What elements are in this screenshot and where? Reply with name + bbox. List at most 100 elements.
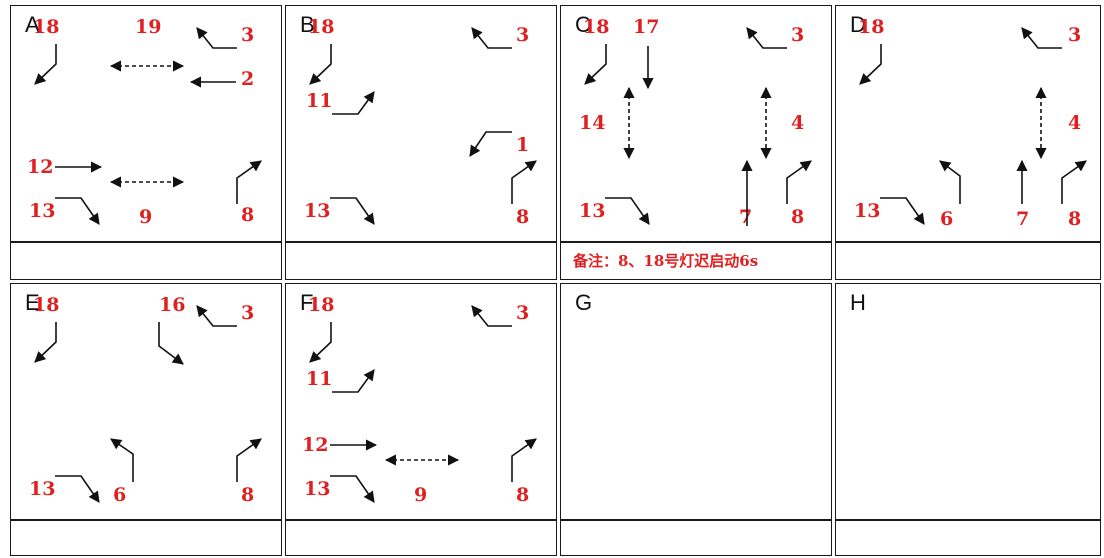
phase-letter: C	[575, 12, 591, 37]
signal-label: 2	[241, 68, 255, 90]
signal-label: 13	[304, 200, 331, 222]
signal-label: 18	[583, 16, 610, 38]
phase-arrows	[309, 27, 537, 225]
phase-note-g	[560, 520, 832, 556]
phase-letter: B	[300, 12, 315, 37]
left-turn-arrow	[584, 44, 607, 85]
right-turn-arrow	[332, 91, 375, 115]
phase-arrows	[34, 305, 262, 503]
phase-note-e	[10, 520, 282, 556]
signal-label: 11	[306, 90, 333, 112]
phase-note-h	[835, 520, 1101, 556]
signal-label: 3	[516, 302, 530, 324]
left-turn-arrow	[110, 438, 134, 482]
phase-note-b	[285, 242, 557, 280]
right-turn-arrow	[330, 475, 375, 503]
phase-panel-c: C 18 17 3 14 4 13 7 8	[560, 5, 832, 242]
signal-label: 14	[579, 112, 606, 134]
signal-label: 9	[414, 484, 428, 506]
signal-label: 17	[633, 16, 660, 38]
phase-panel-e: E 18 16 3 13 6 8	[10, 283, 282, 520]
phase-note-a	[10, 242, 282, 280]
left-turn-arrow	[309, 322, 332, 363]
signal-label: 18	[33, 294, 60, 316]
signal-label: 18	[308, 16, 335, 38]
signal-label: 18	[858, 16, 885, 38]
signal-label: 19	[135, 16, 162, 38]
right-turn-arrow	[55, 475, 100, 503]
phase-panel-a: A 18 19 3 2 12 13 9 8	[10, 5, 282, 242]
right-turn-arrow	[330, 197, 375, 225]
left-turn-arrow	[34, 44, 57, 85]
signal-label: 6	[113, 484, 127, 506]
right-turn-arrow	[605, 197, 650, 225]
signal-label: 16	[159, 294, 186, 316]
signal-label: 3	[516, 24, 530, 46]
signal-label: 18	[308, 294, 335, 316]
right-turn-arrow	[158, 322, 184, 365]
signal-label: 4	[1068, 112, 1082, 134]
signal-label: 3	[791, 24, 805, 46]
signal-label: 8	[241, 484, 255, 506]
left-turn-arrow	[1021, 27, 1062, 49]
left-turn-arrow	[34, 322, 57, 363]
signal-label: 18	[33, 16, 60, 38]
phase-arrows	[309, 305, 537, 503]
phase-arrows	[34, 27, 262, 225]
phase-panel-g: G	[560, 283, 832, 520]
phase-panel-h: H	[835, 283, 1101, 520]
right-turn-arrow	[55, 197, 100, 225]
right-turn-arrow	[236, 438, 262, 482]
phase-arrows	[859, 27, 1087, 225]
signal-label: 3	[241, 24, 255, 46]
right-turn-arrow	[236, 160, 262, 204]
signal-label: 13	[854, 200, 881, 222]
right-turn-arrow	[786, 160, 812, 204]
signal-label: 11	[306, 368, 333, 390]
phase-panel-b: B 18 3 11 1 13 8	[285, 5, 557, 242]
signal-label: 13	[29, 200, 56, 222]
left-turn-arrow	[471, 27, 512, 49]
left-turn-arrow	[939, 160, 961, 204]
phase-letter: G	[575, 290, 593, 315]
phase-letter: D	[850, 12, 866, 37]
right-turn-arrow	[1061, 160, 1087, 204]
left-turn-arrow	[471, 305, 512, 327]
signal-label: 12	[27, 156, 54, 178]
signal-label: 13	[29, 478, 56, 500]
signal-label: 8	[1068, 208, 1082, 230]
signal-label: 7	[739, 206, 753, 228]
signal-label: 1	[516, 134, 530, 156]
signal-label: 13	[304, 478, 331, 500]
phase-letter: F	[300, 290, 314, 315]
left-turn-arrow	[746, 27, 787, 49]
signal-label: 8	[791, 206, 805, 228]
phase-letter: E	[25, 290, 40, 315]
phase-note-d	[835, 242, 1101, 280]
signal-label: 8	[241, 204, 255, 226]
right-turn-arrow	[511, 160, 537, 204]
phase-panel-f: F 18 3 11 12 13 9 8	[285, 283, 557, 520]
signal-label: 4	[791, 112, 805, 134]
phase-letter: A	[25, 12, 40, 37]
right-turn-arrow	[332, 369, 375, 393]
right-turn-arrow	[880, 197, 925, 225]
left-turn-arrow	[859, 44, 882, 85]
signal-label: 12	[302, 434, 329, 456]
phase-note-c: 备注：8、18号灯迟启动6s	[560, 242, 832, 280]
signal-label: 3	[1068, 24, 1082, 46]
signal-label: 3	[241, 302, 255, 324]
signal-label: 13	[579, 200, 606, 222]
signal-label: 7	[1016, 208, 1030, 230]
signal-label: 8	[516, 484, 530, 506]
phase-panel-d: D 18 3 4 13 6 7 8	[835, 5, 1101, 242]
phase-arrows	[584, 27, 812, 226]
signal-label: 9	[139, 206, 153, 228]
left-turn-arrow	[309, 44, 332, 85]
signal-label: 8	[516, 206, 530, 228]
right-turn-arrow	[511, 438, 537, 482]
phase-letter: H	[850, 290, 866, 315]
left-turn-arrow	[469, 131, 512, 157]
signal-label: 6	[940, 208, 954, 230]
phase-note-f	[285, 520, 557, 556]
